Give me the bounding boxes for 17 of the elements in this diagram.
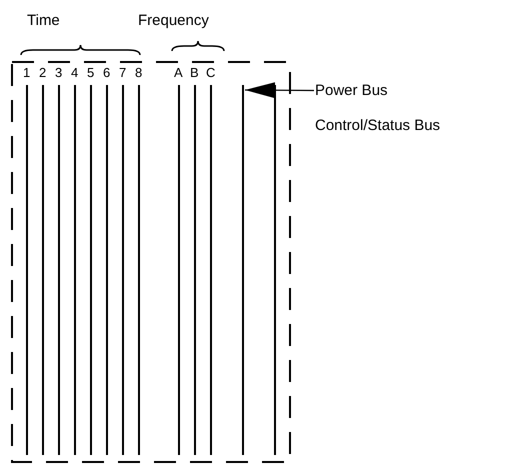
line-number: 4 bbox=[71, 66, 78, 80]
line-number: 8 bbox=[135, 66, 142, 80]
bus-line bbox=[242, 85, 244, 455]
line-number: 3 bbox=[55, 66, 62, 80]
bus-label: Control/Status Bus bbox=[315, 117, 440, 134]
line-number: 6 bbox=[103, 66, 110, 80]
line-number: 7 bbox=[119, 66, 126, 80]
axis-label: Time bbox=[27, 12, 60, 29]
axis-label: Frequency bbox=[138, 12, 209, 29]
line-letter: B bbox=[190, 66, 199, 80]
line-number: 1 bbox=[23, 66, 30, 80]
line-number: 5 bbox=[87, 66, 94, 80]
line-number: 2 bbox=[39, 66, 46, 80]
leader-line bbox=[245, 82, 314, 98]
line-letter: C bbox=[206, 66, 216, 80]
line-letter: A bbox=[174, 66, 183, 80]
bus-label: Power Bus bbox=[315, 82, 388, 99]
